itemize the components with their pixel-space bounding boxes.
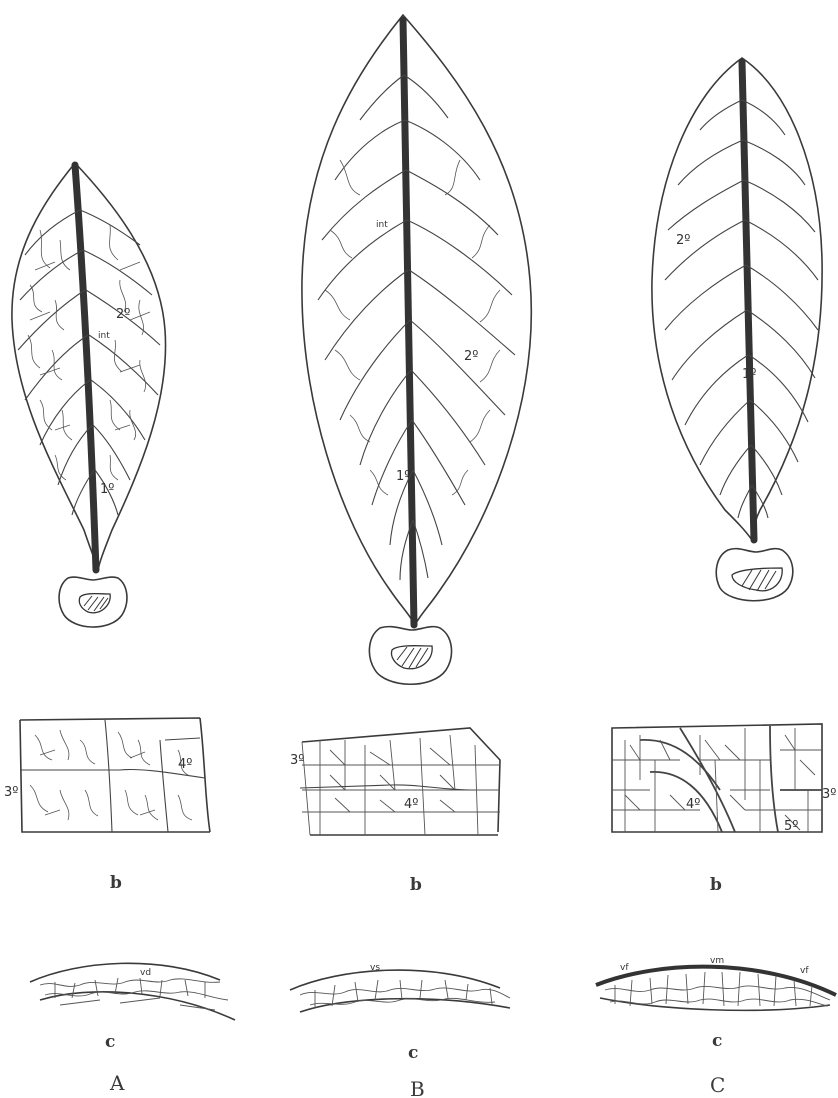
detail-b-c-label-3rd: 3º <box>822 787 836 802</box>
leaf-b-petiole-section <box>369 627 451 685</box>
leaf-a-petiole-section <box>59 577 127 627</box>
panel-label-a: A <box>109 1071 125 1095</box>
detail-c-b: vs c <box>290 963 510 1063</box>
detail-c-b-sublabel: c <box>408 1043 418 1063</box>
leaf-c-label-2nd: 2º <box>676 233 690 248</box>
leaf-b-label-2nd: 2º <box>464 349 478 364</box>
detail-b-c-label-4th: 4º <box>686 797 700 812</box>
detail-b-c-sublabel: b <box>710 875 722 895</box>
detail-b-a-label-3rd: 3º <box>4 785 18 800</box>
detail-c-a-label-vd: vd <box>140 968 151 978</box>
detail-b-c-label-5th: 5º <box>784 819 798 834</box>
leaf-a-label-1st: 1º <box>100 482 114 497</box>
leaf-b: int 2º 1º <box>302 15 531 684</box>
panel-label-b: B <box>410 1077 425 1098</box>
leaf-b-label-int: int <box>376 220 388 230</box>
detail-b-b-label-3rd: 3º <box>290 753 304 768</box>
detail-c-b-label-vs: vs <box>370 963 380 973</box>
detail-c-c: vf vm vf c <box>596 956 836 1051</box>
leaf-a-label-2nd: 2º <box>116 307 130 322</box>
detail-b-b: 3º 4º b <box>290 728 500 895</box>
detail-c-c-sublabel: c <box>712 1031 722 1051</box>
detail-b-b-sublabel: b <box>410 875 422 895</box>
detail-c-c-label-vf-right: vf <box>800 966 809 976</box>
detail-b-a-sublabel: b <box>110 873 122 893</box>
leaf-c: 2º 1º <box>652 58 822 601</box>
leaf-b-outline <box>302 15 531 625</box>
leaf-c-outline <box>652 58 822 540</box>
detail-c-c-label-vm: vm <box>710 956 724 966</box>
panel-label-c: C <box>710 1073 725 1097</box>
leaf-a-label-int: int <box>98 331 110 341</box>
leaf-c-label-1st: 1º <box>742 367 756 382</box>
detail-b-a: 4º 3º b <box>4 718 210 893</box>
leaf-c-petiole-section <box>716 549 793 601</box>
leaf-b-label-1st: 1º <box>396 469 410 484</box>
detail-b-a-label-4th: 4º <box>178 757 192 772</box>
detail-c-a: vd c <box>30 963 235 1052</box>
detail-b-b-label-4th: 4º <box>404 797 418 812</box>
detail-c-c-label-vf-left: vf <box>620 963 629 973</box>
detail-c-a-sublabel: c <box>105 1032 115 1052</box>
leaf-a: 2º int 1º <box>12 163 166 627</box>
detail-b-c: 4º 3º 5º b <box>612 724 836 895</box>
